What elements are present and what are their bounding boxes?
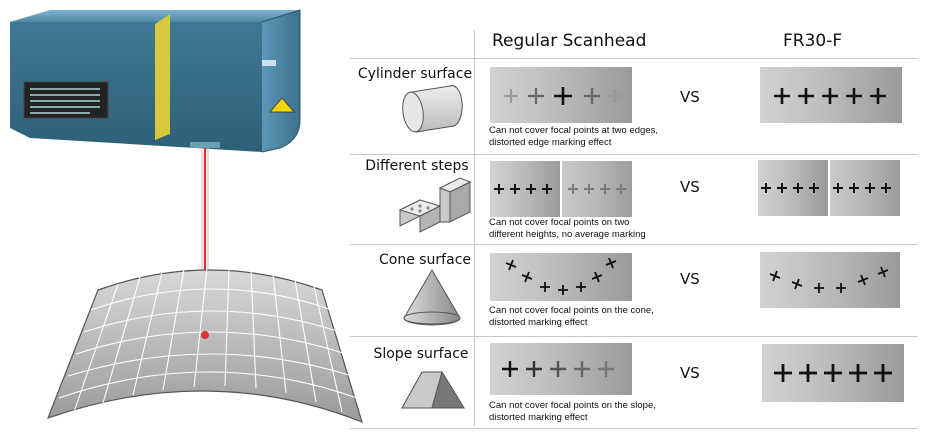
regular-panel-cone <box>490 253 632 301</box>
row-label-slope: Slope surface <box>373 346 469 362</box>
caption-cone-line1: Can not cover focal points on the cone, <box>489 305 654 316</box>
header-regular-scanhead: Regular Scanhead <box>492 31 647 51</box>
row-divider <box>350 244 918 245</box>
header-divider <box>350 58 918 59</box>
fr30-marks-steps <box>761 183 891 193</box>
row-label-steps: Different steps <box>365 158 469 174</box>
row-divider <box>350 154 918 155</box>
caption-cone-line2: distorted marking effect <box>489 317 588 328</box>
regular-marks-slope <box>502 361 614 377</box>
caption-cylinder-line1: Can not cover focal points at two edges, <box>489 125 658 136</box>
cone-icon <box>403 269 461 326</box>
row-label-cone: Cone surface <box>378 252 472 268</box>
curved-surface <box>46 267 363 424</box>
caption-cylinder-line2: distorted edge marking effect <box>489 137 612 148</box>
slope-icon <box>401 370 465 409</box>
fr30-marks-slope <box>774 364 892 382</box>
fr30-marks-cylinder <box>774 88 886 104</box>
caption-slope-line1: Can not cover focal points on the slope, <box>489 400 656 411</box>
regular-marks-cone <box>505 257 617 295</box>
caption-slope-line2: distorted marking effect <box>489 412 588 423</box>
row-divider <box>350 428 918 429</box>
vs-label-slope: VS <box>680 364 700 382</box>
vs-label-steps: VS <box>680 178 700 196</box>
vs-label-cylinder: VS <box>680 88 700 106</box>
vs-label-cone: VS <box>680 270 700 288</box>
caption-steps-line2: different heights, no average marking <box>489 229 646 240</box>
fr30-panel-cone <box>760 252 900 308</box>
row-divider <box>350 336 918 337</box>
steps-icon <box>398 177 472 233</box>
header-fr30-f: FR30-F <box>783 31 843 51</box>
scanhead-device <box>10 9 301 153</box>
column-divider <box>474 30 475 426</box>
regular-marks-steps <box>494 184 626 194</box>
regular-marks-cylinder <box>504 87 622 105</box>
caption-steps-line1: Can not cover focal points on two <box>489 217 630 228</box>
row-label-cylinder: Cylinder surface <box>357 66 473 82</box>
fr30-marks-cone <box>769 266 889 293</box>
cylinder-icon <box>402 85 463 133</box>
